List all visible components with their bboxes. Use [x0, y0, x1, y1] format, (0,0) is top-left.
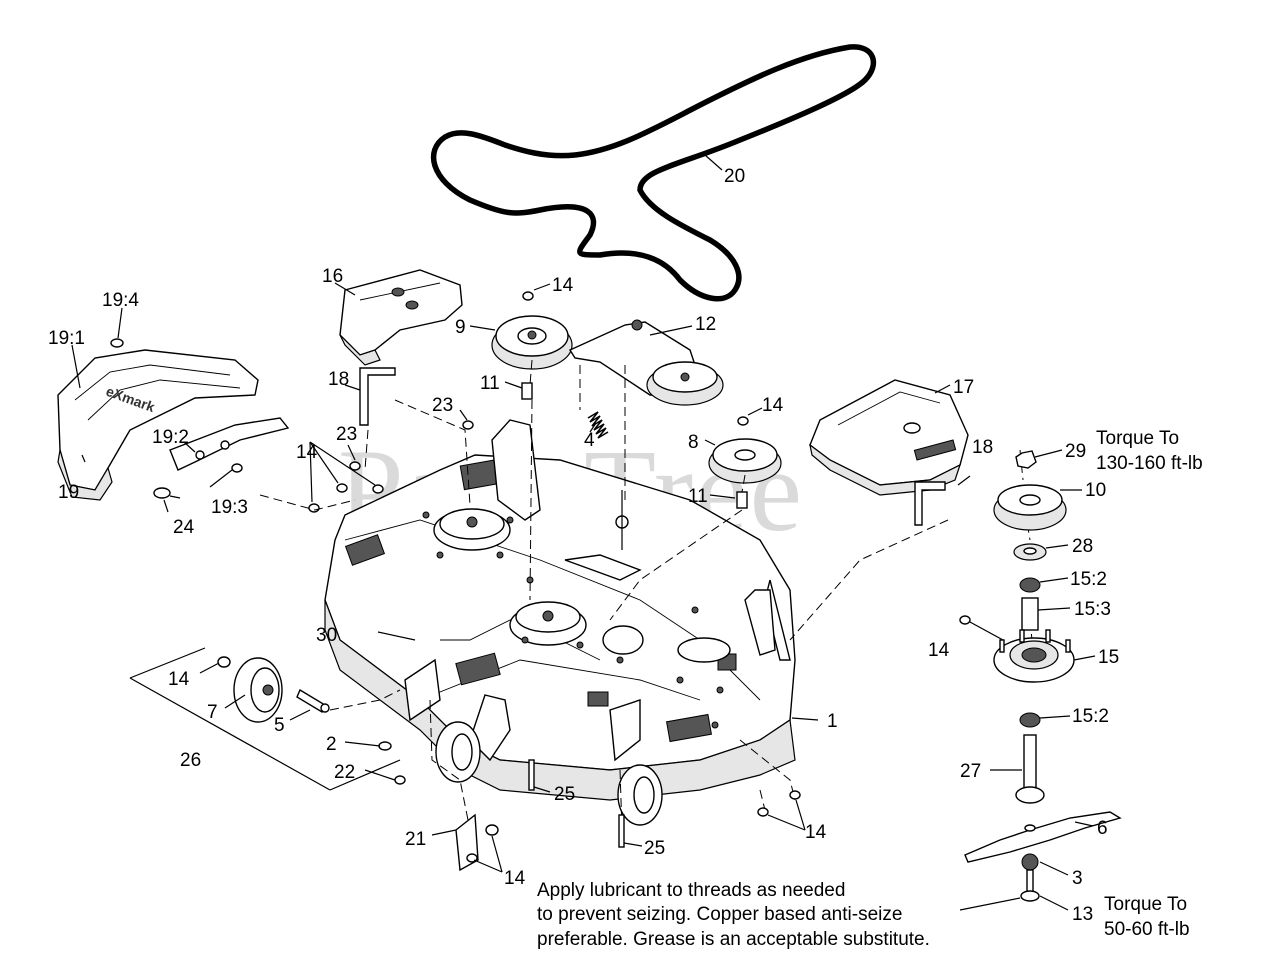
- callout-14-top: 14: [552, 275, 574, 296]
- callout-23-lower: 23: [336, 424, 357, 445]
- idler-arm: [568, 319, 724, 406]
- callout-11-upper: 11: [480, 373, 500, 394]
- lubricant-note-line1: Apply lubricant to threads as needed: [537, 880, 845, 901]
- callout-1: 1: [827, 711, 838, 732]
- callout-19-3: 19:3: [211, 497, 248, 518]
- belt-cover-left: [339, 269, 463, 366]
- torque-top-line2: 130-160 ft-lb: [1096, 453, 1203, 474]
- spring: [587, 411, 609, 439]
- callout-3: 3: [1072, 868, 1083, 889]
- anti-scalp-wheel: [217, 656, 406, 785]
- callout-8: 8: [688, 432, 699, 453]
- drive-belt: [430, 44, 877, 302]
- callout-23-upper: 23: [432, 395, 453, 416]
- callout-16: 16: [322, 266, 343, 287]
- callout-25-upper: 25: [554, 784, 575, 805]
- callout-15-3: 15:3: [1074, 599, 1111, 620]
- torque-top-line1: Torque To: [1096, 428, 1179, 449]
- lubricant-note: Apply lubricant to threads as needed to …: [537, 880, 930, 950]
- lubricant-note-line2: to prevent seizing. Copper based anti-se…: [537, 904, 902, 925]
- chute-bracket: [110, 338, 290, 499]
- lubricant-note-line3: preferable. Grease is an acceptable subs…: [537, 929, 930, 950]
- callout-14-left: 14: [296, 442, 318, 463]
- callout-19-2: 19:2: [152, 427, 189, 448]
- callout-18-right: 18: [972, 437, 993, 458]
- callout-14-bottom-right: 14: [805, 822, 827, 843]
- wheel-kit-bracket-lines: [129, 647, 401, 791]
- callout-12: 12: [695, 314, 716, 335]
- callout-19-4: 19:4: [102, 290, 139, 311]
- callout-29: 29: [1065, 441, 1086, 462]
- pulley-8: [708, 438, 782, 484]
- callout-19: 19: [58, 482, 79, 503]
- callout-2: 2: [326, 734, 337, 755]
- callout-15: 15: [1098, 647, 1119, 668]
- callout-17: 17: [953, 377, 974, 398]
- callout-4: 4: [584, 430, 595, 451]
- callout-13: 13: [1072, 904, 1093, 925]
- leader-lines: [71, 154, 1096, 911]
- spindle-assembly: [959, 450, 1122, 902]
- callout-5: 5: [274, 715, 285, 736]
- callout-15-2-lower: 15:2: [1072, 706, 1109, 727]
- callout-18-left: 18: [328, 369, 349, 390]
- callout-14-bottom: 14: [504, 868, 526, 889]
- callout-9: 9: [455, 317, 466, 338]
- callout-26: 26: [180, 750, 201, 771]
- callout-15-2-upper: 15:2: [1070, 569, 1107, 590]
- callout-14-mid: 14: [762, 395, 784, 416]
- callout-10: 10: [1085, 480, 1106, 501]
- callout-24: 24: [173, 517, 195, 538]
- hardware: [308, 291, 946, 526]
- pulley-9: [491, 315, 573, 370]
- torque-bottom-line2: 50-60 ft-lb: [1104, 919, 1190, 940]
- torque-bottom-line1: Torque To: [1104, 894, 1187, 915]
- callout-30: 30: [316, 625, 337, 646]
- callout-14-wheel: 14: [168, 669, 190, 690]
- callout-27: 27: [960, 761, 981, 782]
- callout-22: 22: [334, 762, 355, 783]
- callout-19-1: 19:1: [48, 328, 85, 349]
- callout-25-lower: 25: [644, 838, 665, 859]
- callout-labels: 20 16 19:4 19:1 14 9 12 11 18 23 23 14 1…: [48, 166, 1203, 940]
- callout-14-right: 14: [928, 640, 950, 661]
- discharge-chute: eXmark: [57, 349, 259, 501]
- front-bracket-hardware: [455, 759, 801, 872]
- callout-11-lower: 11: [688, 486, 708, 507]
- mower-deck-shell: [324, 419, 796, 826]
- belt-cover-right: [809, 379, 969, 496]
- callout-6: 6: [1097, 818, 1108, 839]
- callout-28: 28: [1072, 536, 1093, 557]
- callout-20: 20: [724, 166, 745, 187]
- callout-21: 21: [405, 829, 426, 850]
- callout-7: 7: [207, 702, 218, 723]
